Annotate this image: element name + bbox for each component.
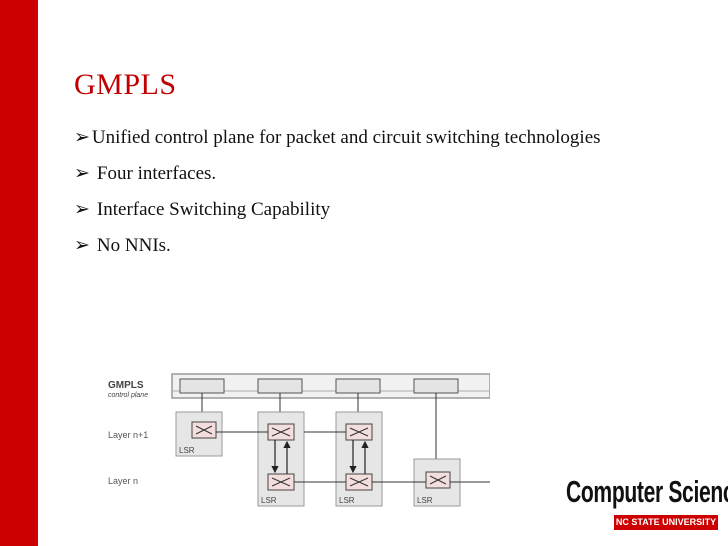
computer-science-logo: Computer Science NC STATE UNIVERSITY — [566, 474, 728, 530]
arrow-bullet-icon: ➢ — [74, 163, 90, 184]
logo-title: Computer Science — [566, 474, 728, 509]
lsr-label: LSR — [261, 496, 277, 505]
bullet-text: Interface Switching Capability — [96, 199, 331, 220]
lsr-label: LSR — [417, 496, 433, 505]
arrow-bullet-icon: ➢ — [74, 235, 90, 256]
bullet-list: ➢Unified control plane for packet and ci… — [74, 124, 634, 268]
accent-side-bar — [0, 0, 38, 546]
gmpls-diagram: GMPLS control plane Layer n+1 Layer n LS… — [108, 373, 490, 507]
bullet-item: ➢ No NNIs. — [74, 232, 634, 259]
controller-box — [179, 378, 225, 394]
bullet-item: ➢ Four interfaces. — [74, 160, 634, 187]
bullet-text: Four interfaces. — [96, 163, 217, 184]
bullet-item: ➢ Interface Switching Capability — [74, 196, 634, 223]
arrow-bullet-icon: ➢ — [74, 127, 90, 148]
layer-lower-label: Layer n — [108, 476, 138, 486]
bullet-text: No NNIs. — [96, 235, 171, 256]
arrow-bullet-icon: ➢ — [74, 199, 90, 220]
plane-label: GMPLS — [108, 380, 144, 391]
lsr-label: LSR — [179, 446, 195, 455]
slide-title: GMPLS — [74, 68, 177, 101]
lsr-label: LSR — [339, 496, 355, 505]
controller-box — [257, 378, 303, 394]
plane-sublabel: control plane — [108, 392, 148, 399]
logo-subtitle: NC STATE UNIVERSITY — [614, 515, 718, 530]
layer-upper-label: Layer n+1 — [108, 430, 148, 440]
bullet-text: Unified control plane for packet and cir… — [91, 127, 601, 148]
controller-box — [413, 378, 459, 394]
controller-box — [335, 378, 381, 394]
bullet-item: ➢Unified control plane for packet and ci… — [74, 124, 634, 151]
